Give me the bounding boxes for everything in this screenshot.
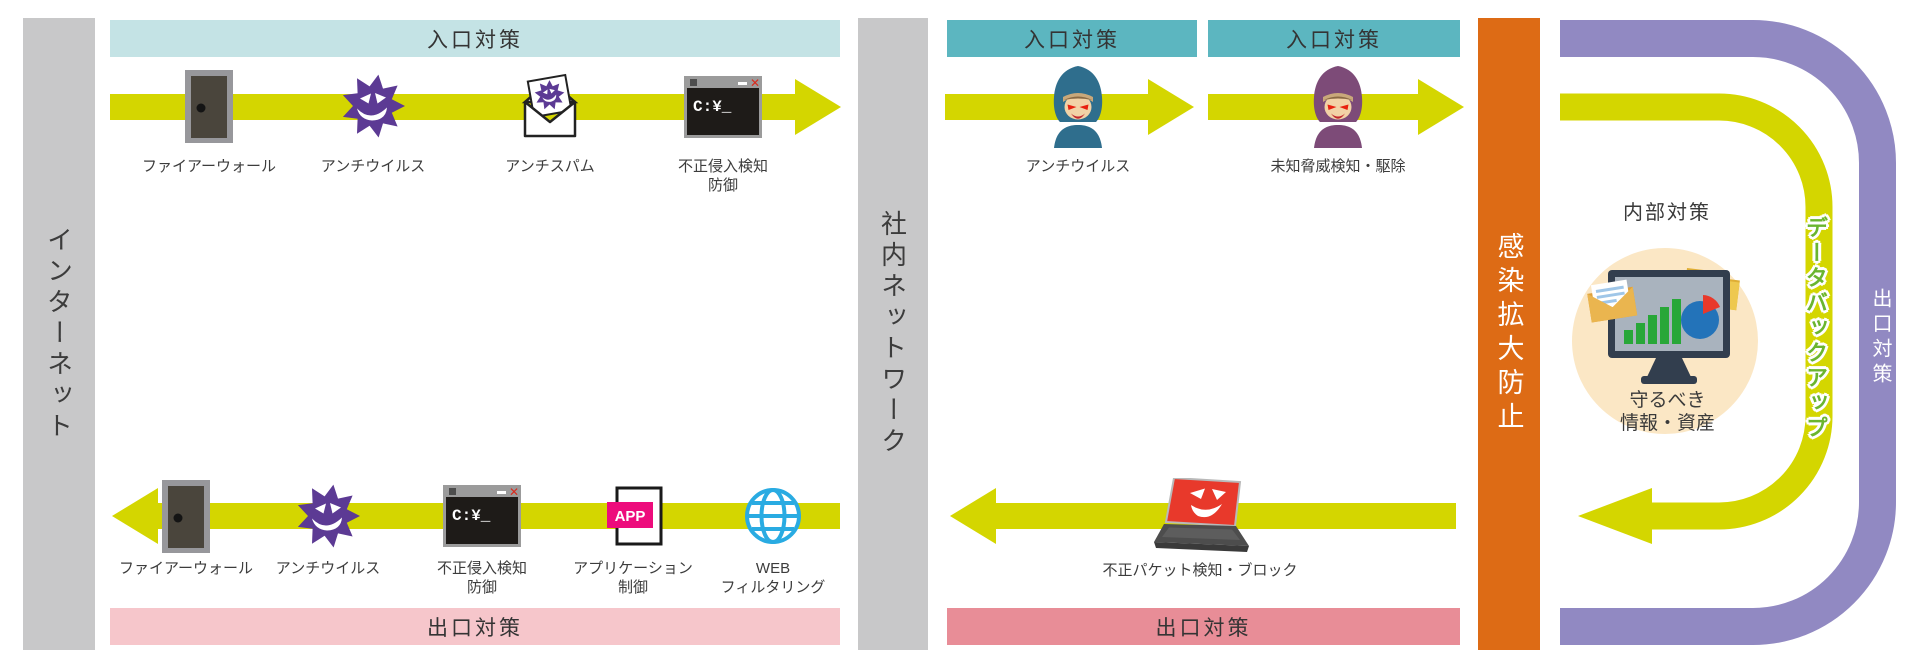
banner-exit-bottom-mid: 出口対策 bbox=[947, 608, 1460, 645]
lane-infection-prevention-label: 感染拡大防止 bbox=[1493, 232, 1524, 436]
lane-internet-label: インターネット bbox=[43, 225, 74, 443]
backup-arrow-head bbox=[1578, 488, 1652, 544]
measure-label: アンチウイルス bbox=[1025, 158, 1131, 175]
lane-internal-network-label: 社内ネットワーク bbox=[877, 210, 908, 458]
banner-entrance-mid-1-label: 入口対策 bbox=[1024, 28, 1120, 52]
banner-entrance-top-left-label: 入口対策 bbox=[427, 28, 523, 52]
arrow-outbound-mid-head bbox=[950, 488, 996, 544]
arrow-inbound-mid-2-head bbox=[1418, 79, 1464, 135]
arrow-inbound-mid-1-head bbox=[1148, 79, 1194, 135]
arrow-inbound-left-head bbox=[795, 79, 841, 135]
measure-label: 未知脅威検知・駆除 bbox=[1270, 158, 1406, 175]
hacker-blue-icon bbox=[1053, 66, 1103, 148]
banner-entrance-mid-2-label: 入口対策 bbox=[1286, 28, 1382, 52]
app-control-icon: APP bbox=[607, 486, 663, 546]
malicious-laptop-icon bbox=[1154, 478, 1249, 552]
mail-virus-icon bbox=[521, 73, 579, 138]
measure-label: WEB フィルタリング bbox=[720, 560, 826, 596]
terminal-icon bbox=[684, 76, 762, 138]
hacker-purple-icon bbox=[1313, 66, 1363, 148]
banner-entrance-mid-2: 入口対策 bbox=[1208, 20, 1460, 57]
measure-label: 不正侵入検知 防御 bbox=[677, 158, 768, 194]
svg-text:APP: APP bbox=[615, 508, 646, 525]
lane-internal-network: 社内ネットワーク bbox=[858, 18, 928, 650]
measure-label: アプリケーション 制御 bbox=[573, 560, 693, 596]
arrow-inbound-mid-1 bbox=[945, 94, 1148, 120]
exit-right-label: 出口対策 bbox=[1869, 288, 1891, 388]
arrow-outbound-left-head bbox=[112, 488, 158, 544]
banner-exit-bottom-left-label: 出口対策 bbox=[427, 616, 523, 640]
door-firewall-icon bbox=[185, 70, 233, 143]
measure-label: 不正侵入検知 防御 bbox=[436, 560, 527, 596]
arrow-inbound-mid-2 bbox=[1208, 94, 1418, 120]
measure-label: ファイアーウォール bbox=[118, 560, 254, 577]
protected-assets-icon bbox=[1587, 267, 1740, 384]
banner-entrance-mid-1: 入口対策 bbox=[947, 20, 1197, 57]
lane-infection-prevention: 感染拡大防止 bbox=[1478, 18, 1540, 650]
terminal-icon bbox=[443, 485, 521, 547]
measure-label: 不正パケット検知・ブロック bbox=[1102, 562, 1298, 579]
virus-icon bbox=[297, 484, 360, 548]
banner-exit-bottom-mid-label: 出口対策 bbox=[1155, 616, 1252, 640]
virus-icon bbox=[342, 74, 405, 138]
measure-label: アンチウイルス bbox=[275, 560, 381, 577]
globe-icon bbox=[745, 488, 801, 544]
door-firewall-icon bbox=[162, 480, 210, 553]
lane-internet: インターネット bbox=[23, 18, 95, 650]
banner-exit-bottom-left: 出口対策 bbox=[110, 608, 840, 645]
protected-assets-label: 守るべき 情報・資産 bbox=[1619, 390, 1715, 435]
internal-measures-label: 内部対策 bbox=[1623, 202, 1711, 224]
data-backup-label: データバックアップ bbox=[1803, 216, 1828, 441]
measure-label: アンチスパム bbox=[505, 158, 595, 175]
measure-label: アンチウイルス bbox=[320, 158, 426, 175]
measure-label: ファイアーウォール bbox=[141, 158, 277, 175]
banner-entrance-top-left: 入口対策 bbox=[110, 20, 840, 57]
